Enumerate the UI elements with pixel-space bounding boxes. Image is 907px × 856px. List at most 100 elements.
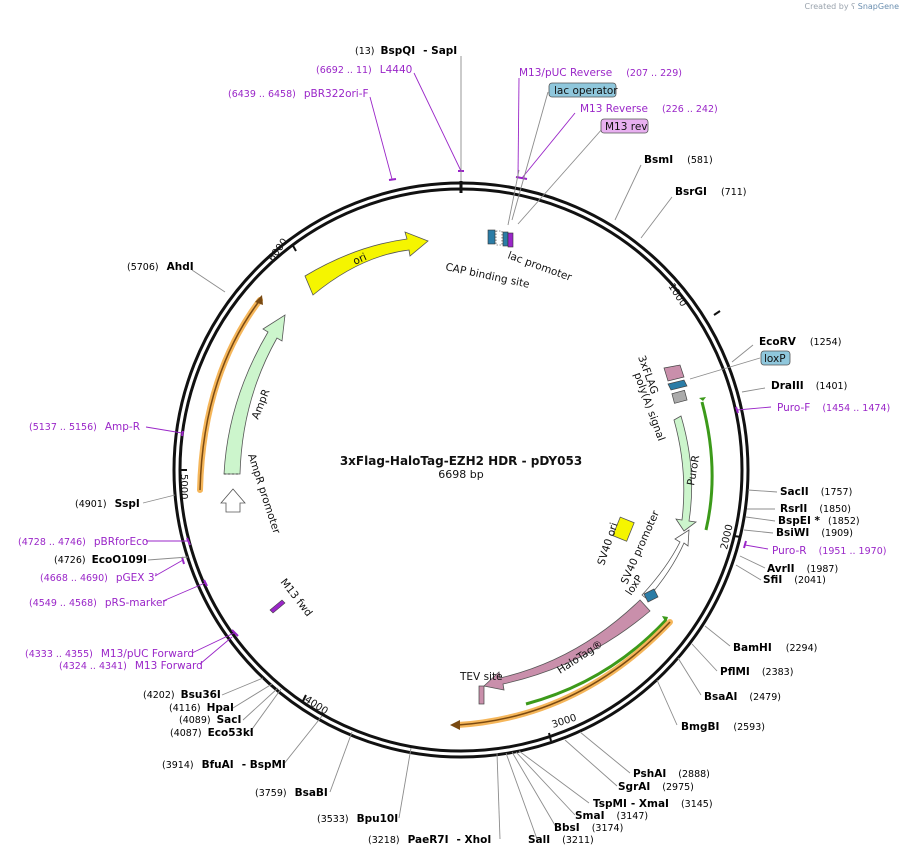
site-label-sspi: (4901)SspI bbox=[75, 498, 140, 510]
credit-prefix: Created by bbox=[804, 2, 849, 11]
tick-mark-3000 bbox=[548, 732, 552, 742]
site-label-hpai: (4116)HpaI bbox=[169, 702, 234, 714]
site-label-bsaai: BsaAI(2479) bbox=[704, 691, 781, 703]
snapgene-logo-icon: ʕ bbox=[851, 2, 856, 11]
puror-label: PuroR bbox=[685, 454, 702, 486]
site-label-pflmi: PflMI(2383) bbox=[720, 666, 793, 678]
sv40-promoter-feature-arrow bbox=[641, 529, 690, 600]
tick-label-1000: 1000 bbox=[665, 282, 688, 309]
site-label-bsu36i: (4202)Bsu36I bbox=[143, 689, 221, 701]
primer-label-pbrforeco: (4728 .. 4746)pBRforEco bbox=[18, 536, 148, 548]
tick-label-4000: 4000 bbox=[302, 694, 329, 717]
primer-labels: (6692 .. 11)L4440 (6439 .. 6458)pBR322or… bbox=[18, 64, 890, 672]
site-labels: (13)BspQI- SapI BsmI(581) BsrGI(711) Eco… bbox=[54, 45, 860, 846]
site-label-sacii: SacII(1757) bbox=[780, 486, 852, 498]
credit-brand: SnapGene bbox=[857, 2, 899, 11]
snapgene-credit: Created by ʕ SnapGene bbox=[805, 2, 899, 11]
primer-label-prs-marker: (4549 .. 4568)pRS-marker bbox=[29, 597, 167, 609]
m13-rev-tag bbox=[600, 118, 649, 134]
site-label-bpu10i: (3533)Bpu10I bbox=[317, 813, 398, 825]
primer-label-puro-r: Puro-R(1951 .. 1970) bbox=[772, 545, 886, 557]
puror-green-bar-head bbox=[699, 397, 706, 401]
site-label-sali: SalI(3211) bbox=[528, 834, 594, 846]
halotag-green-bar-head bbox=[662, 616, 668, 623]
m13-rev-tag-label: M13 rev bbox=[605, 121, 648, 133]
cap-binding-site-label: CAP binding site bbox=[444, 261, 530, 291]
site-label-rsrii: RsrII(1850) bbox=[780, 503, 851, 515]
primer-label-puro-f: Puro-F(1454 .. 1474) bbox=[777, 402, 890, 414]
site-label-ecoo109i: (4726)EcoO109I bbox=[54, 554, 147, 566]
primer-mark-pbrforeco bbox=[186, 537, 191, 546]
tev-site-label: TEV site bbox=[459, 671, 503, 683]
site-label-bsabi: (3759)BsaBI bbox=[255, 787, 328, 799]
site-label-tspmi: TspMI- XmaI(3145) bbox=[593, 798, 713, 810]
primer-mark-puro-r bbox=[743, 540, 747, 549]
primer-label-l4440: (6692 .. 11)L4440 bbox=[316, 64, 412, 76]
ori-label: ori bbox=[351, 251, 368, 268]
puror-feature-arrow bbox=[673, 415, 698, 532]
site-label-smai: SmaI(3147) bbox=[575, 810, 648, 822]
plasmid-length: 6698 bp bbox=[438, 468, 483, 481]
primer-label-pgex3: (4668 .. 4690)pGEX 3' bbox=[40, 572, 157, 584]
site-label-saci: (4089)SacI bbox=[179, 714, 241, 726]
tev-site-feature bbox=[478, 685, 485, 705]
orange-highlight-left-line bbox=[199, 299, 261, 491]
orange-arrow-head-left bbox=[255, 295, 263, 305]
site-label-sgrai: SgrAI(2975) bbox=[618, 781, 694, 793]
site-leader-lines bbox=[142, 56, 778, 840]
primer-label-m13-forward: (4324 .. 4341)M13 Forward bbox=[59, 660, 203, 672]
halotag-green-bar bbox=[525, 618, 668, 706]
puror-green-bar bbox=[700, 401, 714, 531]
primer-label-m13-puc-forward: (4333 .. 4355)M13/pUC Forward bbox=[25, 648, 194, 660]
primer-label-pbr322ori: (6439 .. 6458)pBR322ori-F bbox=[228, 88, 369, 100]
site-label-bspei: BspEI *(1852) bbox=[778, 515, 860, 527]
m13-fwd-feature bbox=[269, 599, 286, 614]
loxp-tag bbox=[760, 350, 791, 366]
primer-label-amp-r: (5137 .. 5156)Amp-R bbox=[29, 421, 140, 433]
lac-promoter-box bbox=[495, 230, 503, 246]
ori-feature-arrow bbox=[304, 231, 429, 296]
site-label-bspqi: (13)BspQI- SapI bbox=[355, 45, 457, 57]
tick-mark-2000 bbox=[733, 535, 742, 538]
lac-operator-tag-label: lac operator bbox=[554, 85, 618, 97]
ampr-promoter-label: AmpR promoter bbox=[245, 452, 282, 536]
cap-binding-site-box bbox=[487, 229, 496, 245]
site-label-bsiwi: BsiWI(1909) bbox=[776, 527, 853, 539]
primer-mark-amp-r bbox=[181, 430, 184, 437]
ampr-feature-arrow bbox=[223, 314, 286, 475]
site-label-paer7i: (3218)PaeR7I- XhoI bbox=[368, 834, 491, 846]
m13-rev-box bbox=[507, 232, 514, 248]
loxp-feature-lower bbox=[643, 588, 659, 603]
site-label-ecorv: EcoRV(1254) bbox=[759, 336, 841, 348]
site-label-sfii: SfiI(2041) bbox=[763, 574, 826, 586]
halotag-feature-arrow bbox=[483, 599, 651, 691]
feature-leader-lines bbox=[507, 91, 761, 380]
site-label-bsmi: BsmI(581) bbox=[644, 154, 713, 166]
plasmid-name: 3xFlag-HaloTag-EZH2 HDR - pDY053 bbox=[340, 454, 582, 468]
loxp-tag-label: loxP bbox=[764, 353, 786, 365]
site-label-ahdi: (5706)AhdI bbox=[127, 261, 194, 273]
site-label-bmgbi: BmgBI(2593) bbox=[681, 721, 765, 733]
tick-mark-1000 bbox=[713, 310, 721, 316]
loxp-feature-upper bbox=[667, 379, 688, 391]
primer-leader-lines bbox=[145, 72, 772, 665]
m13-fwd-label: M13 fwd bbox=[278, 576, 315, 618]
primer-mark-m13-forward bbox=[231, 629, 239, 637]
site-label-eco53ki: (4087)Eco53kI bbox=[170, 727, 254, 739]
primer-mark-prs-marker bbox=[203, 579, 208, 587]
tick-mark-4000 bbox=[301, 694, 307, 704]
sv40-ori-label: SV40 ori bbox=[595, 521, 620, 567]
tick-label-5000: 5000 bbox=[178, 474, 189, 499]
sv40-ori-feature bbox=[612, 516, 635, 542]
site-label-draiii: DraIII(1401) bbox=[771, 380, 847, 392]
site-label-pshai: PshAI(2888) bbox=[633, 768, 710, 780]
lac-operator-tag bbox=[548, 82, 617, 98]
ampr-promoter-feature-arrow bbox=[220, 488, 246, 513]
tick-mark-6000 bbox=[291, 243, 297, 252]
primer-label-m13-reverse: M13 Reverse(226 .. 242) bbox=[580, 103, 718, 115]
3xflag-feature bbox=[663, 364, 685, 382]
site-label-avrii: AvrII(1987) bbox=[767, 563, 838, 575]
primer-label-m13-puc-reverse: M13/pUC Reverse(207 .. 229) bbox=[519, 67, 682, 79]
site-label-bbsi: BbsI(3174) bbox=[554, 822, 623, 834]
